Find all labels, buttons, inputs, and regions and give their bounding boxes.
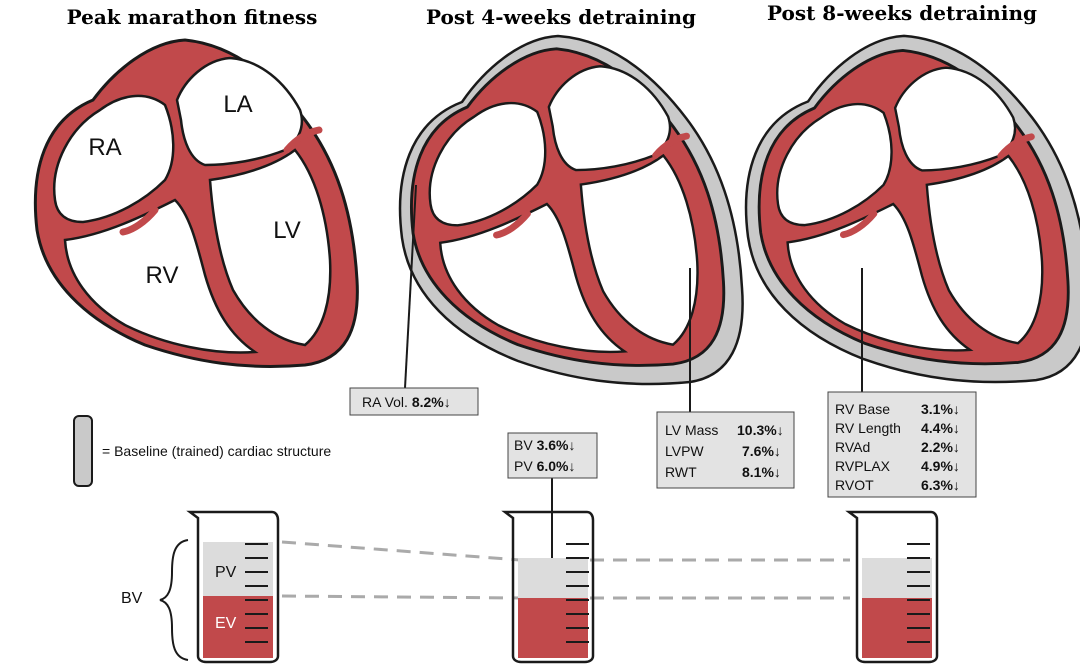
svg-text:LV Mass: LV Mass	[665, 422, 718, 438]
svg-text:RV Base: RV Base	[835, 401, 890, 417]
ra-vol-label: RA Vol.	[362, 394, 408, 410]
legend-text: = Baseline (trained) cardiac structure	[102, 443, 331, 459]
pointer-ra-vol	[404, 184, 417, 389]
heart-peak	[35, 40, 357, 366]
svg-text:RV Length: RV Length	[835, 420, 901, 436]
bv-brace	[159, 539, 189, 661]
beaker-week4	[501, 510, 595, 664]
box-ra-vol: RA Vol. 8.2%↓	[349, 387, 479, 416]
title-week4: Post 4-weeks detraining	[426, 5, 696, 29]
box-lv: LV Mass 10.3%↓ LVPW 7.6%↓ RWT 8.1%↓	[656, 411, 795, 489]
svg-text:7.6%↓: 7.6%↓	[742, 443, 781, 459]
svg-text:RVPLAX: RVPLAX	[835, 458, 891, 474]
label-lv: LV	[273, 217, 301, 244]
ra-vol-value: 8.2%↓	[412, 394, 451, 410]
ev-label: EV	[215, 615, 237, 632]
box-blood: BV 3.6%↓ PV 6.0%↓	[507, 432, 598, 479]
label-la: LA	[223, 91, 252, 118]
svg-text:3.1%↓: 3.1%↓	[921, 401, 960, 417]
title-week8: Post 8-weeks detraining	[767, 1, 1037, 25]
svg-text:PV 6.0%↓: PV 6.0%↓	[514, 458, 576, 474]
label-ra: RA	[88, 134, 121, 161]
svg-text:LVPW: LVPW	[665, 443, 704, 459]
legend-swatch	[73, 415, 93, 487]
svg-text:RWT: RWT	[665, 464, 697, 480]
svg-text:2.2%↓: 2.2%↓	[921, 439, 960, 455]
pv-label: PV	[215, 564, 237, 581]
svg-text:6.3%↓: 6.3%↓	[921, 477, 960, 493]
title-peak: Peak marathon fitness	[67, 5, 318, 29]
beaker-peak: PV EV	[186, 510, 280, 664]
svg-text:4.9%↓: 4.9%↓	[921, 458, 960, 474]
dashed-ev-level	[281, 594, 521, 600]
box-rv: RV Base 3.1%↓ RV Length 4.4%↓ RVAd 2.2%↓…	[827, 391, 977, 498]
svg-text:BV 3.6%↓: BV 3.6%↓	[514, 437, 576, 453]
svg-text:4.4%↓: 4.4%↓	[921, 420, 960, 436]
beaker-week8	[845, 510, 939, 664]
svg-text:10.3%↓: 10.3%↓	[737, 422, 784, 438]
label-rv: RV	[146, 262, 179, 289]
svg-text:8.1%↓: 8.1%↓	[742, 464, 781, 480]
svg-text:RVOT: RVOT	[835, 477, 874, 493]
legend: = Baseline (trained) cardiac structure	[73, 415, 331, 487]
svg-text:RA Vol. 8.2%↓: RA Vol. 8.2%↓	[362, 394, 451, 410]
svg-text:RVAd: RVAd	[835, 439, 870, 455]
dashed-pv-level	[281, 540, 521, 562]
bv-label: BV	[121, 590, 143, 607]
